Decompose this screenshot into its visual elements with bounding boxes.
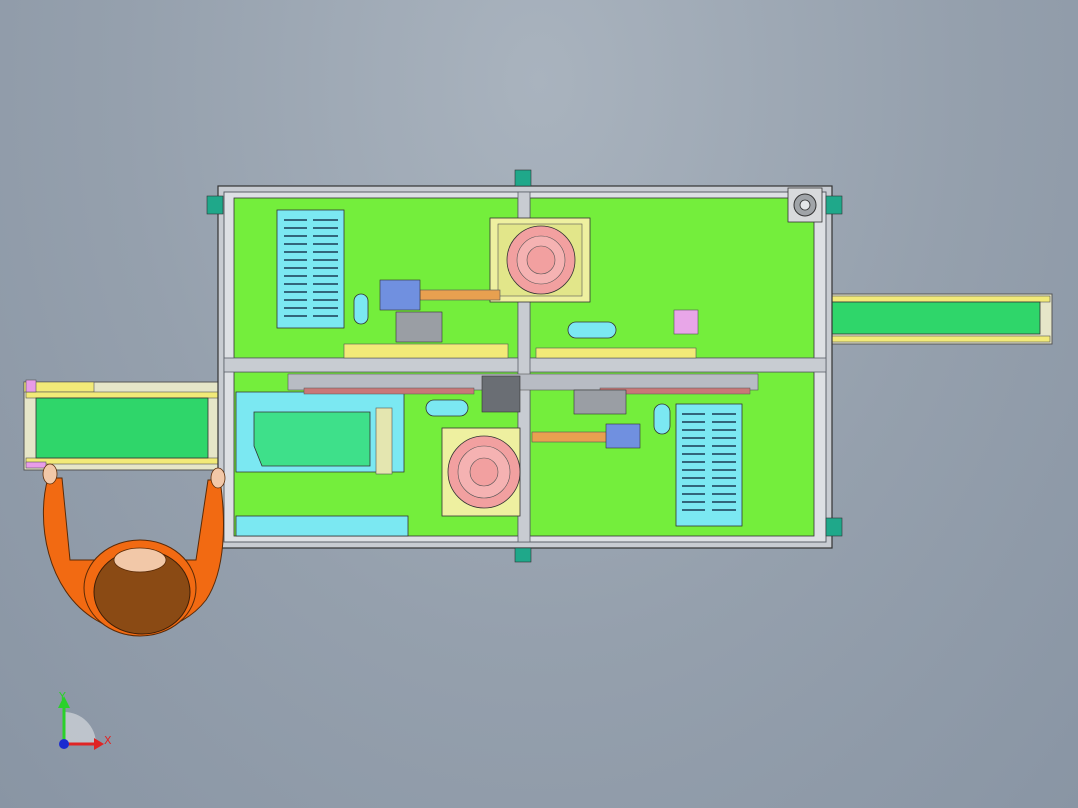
vent-panel-bottom-right [675, 403, 743, 527]
vent-panel-top-left [276, 209, 345, 329]
x-axis-label: X [104, 734, 112, 747]
rail-assembly[interactable] [287, 279, 759, 475]
z-axis-origin [59, 739, 69, 749]
motor-bottom[interactable] [441, 427, 521, 517]
motor-top[interactable] [489, 217, 591, 303]
slot-holes [353, 293, 671, 435]
cyan-plate-left [235, 391, 409, 537]
left-conveyor[interactable] [23, 379, 229, 471]
axis-triad: Y X [58, 690, 112, 750]
bed-bottom-right [529, 371, 815, 537]
operator-figure [42, 463, 226, 637]
y-axis-label: Y [58, 690, 66, 703]
